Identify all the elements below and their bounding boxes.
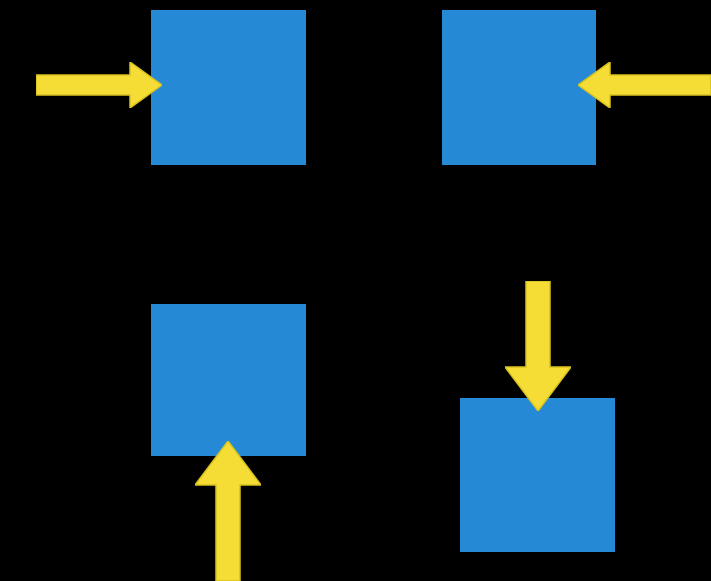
arrow-right-icon: [36, 62, 162, 108]
node-box-1[interactable]: [151, 10, 306, 165]
arrow-up-icon: [195, 441, 261, 581]
arrow-left-icon: [578, 62, 711, 108]
node-box-3[interactable]: [151, 304, 306, 456]
node-box-2[interactable]: [442, 10, 596, 165]
node-box-4[interactable]: [460, 398, 615, 552]
arrow-down-icon: [505, 281, 571, 411]
